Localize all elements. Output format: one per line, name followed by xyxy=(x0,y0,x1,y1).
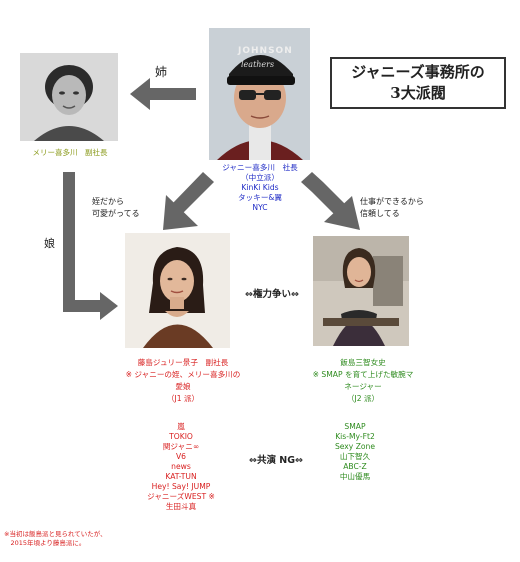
right-reason-label: 仕事ができるから 信頼してる xyxy=(360,196,424,220)
iijima-group-list: SMAP Kis-My-Ft2 Sexy Zone 山下智久 ABC-Z 中山優… xyxy=(300,422,410,482)
iijima-group-item: ABC-Z xyxy=(343,462,367,471)
mary-photo xyxy=(20,53,118,141)
no-costar-label: ⇔共演 NG⇔ xyxy=(249,455,303,466)
julie-faction: （J1 派） xyxy=(166,394,200,403)
sister-arrow xyxy=(130,78,196,110)
iijima-group-item: 中山優馬 xyxy=(339,472,371,481)
johnny-portrait-image xyxy=(209,28,310,160)
title-line-1: ジャニーズ事務所の xyxy=(351,63,485,81)
julie-group-item: ジャニーズWEST ※ xyxy=(147,492,215,501)
iijima-group-item: Kis-My-Ft2 xyxy=(335,432,375,441)
iijima-group-item: SMAP xyxy=(344,422,366,431)
iijima-title: 飯島三智女史 xyxy=(340,358,386,367)
diagram-title-box: ジャニーズ事務所の 3大派閥 xyxy=(330,57,506,109)
right-reason-line-2: 信頼してる xyxy=(360,209,400,218)
title-line-2: 3大派閥 xyxy=(390,84,446,102)
julie-group-item: TOKIO xyxy=(169,432,193,441)
julie-portrait-image xyxy=(125,233,230,348)
mary-caption: メリー喜多川 副社長 xyxy=(32,148,108,157)
footnote-line-2: 2015年頃より藤島派に。 xyxy=(4,539,86,547)
julie-group-item: 関ジャニ∞ xyxy=(162,442,200,451)
iijima-group-item: 山下智久 xyxy=(339,452,371,461)
daughter-label: 娘 xyxy=(44,237,55,250)
julie-note-1: ※ ジャニーの姪、メリー喜多川の xyxy=(125,370,241,379)
left-reason-label: 姪だから 可愛がってる xyxy=(92,196,140,220)
power-struggle-label: ⇔権力争い⇔ xyxy=(245,289,299,300)
daughter-arrow xyxy=(63,172,118,320)
footnote: ※当初は飯島派と見られていたが、 2015年頃より藤島派に。 xyxy=(4,530,107,548)
johnny-faction: （中立派） xyxy=(241,173,279,182)
left-reason-line-1: 姪だから xyxy=(92,197,124,206)
johnny-cap-text2: leathers xyxy=(241,60,275,69)
left-reason-line-2: 可愛がってる xyxy=(92,209,140,218)
iijima-photo xyxy=(313,236,409,346)
johnny-cap-text: JOHNSON xyxy=(238,46,293,56)
iijima-note-2: ネージャー xyxy=(344,382,382,391)
footnote-line-1: ※当初は飯島派と見られていたが、 xyxy=(4,530,107,538)
julie-note-2: 愛娘 xyxy=(175,382,191,391)
iijima-group-item: Sexy Zone xyxy=(334,442,376,451)
julie-photo xyxy=(125,233,230,348)
johnny-group-3: NYC xyxy=(252,203,268,212)
johnny-to-julie-arrow xyxy=(163,172,214,230)
julie-group-item: 嵐 xyxy=(177,422,185,431)
mary-portrait-image xyxy=(20,53,118,141)
johnny-group-2: タッキー&翼 xyxy=(238,193,282,202)
iijima-note-1: ※ SMAP を育て上げた敏腕マ xyxy=(312,370,414,379)
iijima-portrait-image xyxy=(313,236,409,346)
julie-group-item: V6 xyxy=(175,452,187,461)
johnny-info: ジャニー喜多川 社長 （中立派） KinKi Kids タッキー&翼 NYC xyxy=(200,163,320,213)
iijima-info: 飯島三智女史 ※ SMAP を育て上げた敏腕マ ネージャー （J2 派） xyxy=(288,357,438,405)
right-reason-line-1: 仕事ができるから xyxy=(360,197,424,206)
julie-group-item: news xyxy=(171,462,191,471)
julie-info: 藤島ジュリー景子 副社長 ※ ジャニーの姪、メリー喜多川の 愛娘 （J1 派） xyxy=(108,357,258,405)
johnny-group-1: KinKi Kids xyxy=(241,183,279,192)
julie-group-list: 嵐 TOKIO 関ジャニ∞ V6 news KAT-TUN Hey! Say! … xyxy=(118,422,244,512)
johnny-photo: JOHNSON leathers xyxy=(209,28,310,160)
johnny-to-iijima-arrow xyxy=(301,172,360,230)
julie-group-item: Hey! Say! JUMP xyxy=(151,482,211,491)
julie-group-item: 生田斗真 xyxy=(165,502,197,511)
johnny-title: ジャニー喜多川 社長 xyxy=(222,163,298,172)
julie-group-item: KAT-TUN xyxy=(165,472,197,481)
julie-title: 藤島ジュリー景子 副社長 xyxy=(137,358,229,367)
sister-label: 姉 xyxy=(155,65,168,79)
iijima-faction: （J2 派） xyxy=(346,394,380,403)
